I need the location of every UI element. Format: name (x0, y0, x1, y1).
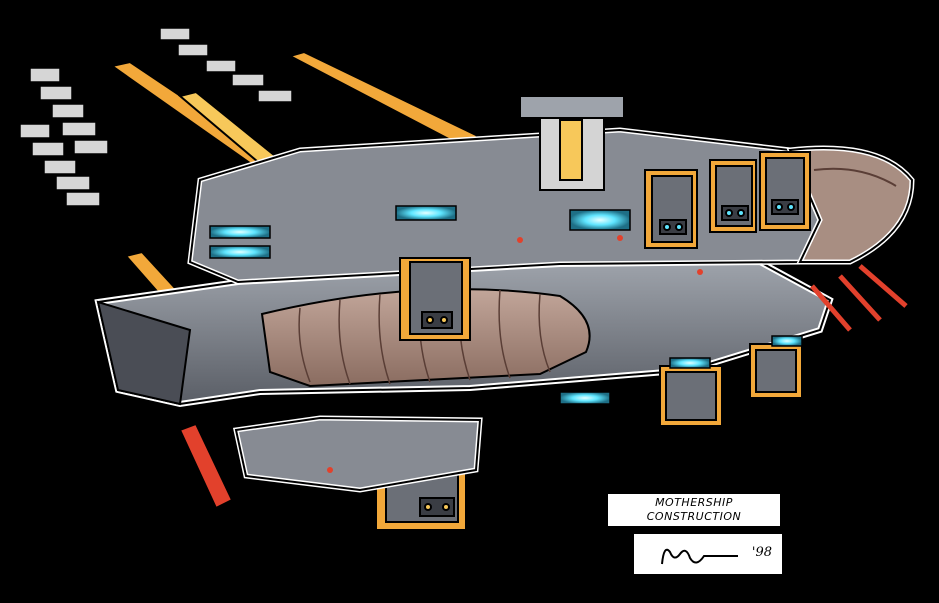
signature-area: '98 (634, 534, 782, 574)
caption-label: MOTHERSHIP CONSTRUCTION SCAFFOLD (606, 492, 782, 537)
signature-year: '98 (751, 545, 772, 560)
caption-title: MOTHERSHIP CONSTRUCTION (646, 496, 742, 523)
caption-subtitle: SCAFFOLD (660, 524, 728, 537)
floating-panels (19, 27, 293, 207)
lower-platform (178, 415, 483, 510)
handwritten-signature-icon (661, 548, 738, 565)
rear-nacelle (786, 145, 915, 332)
running-lights (327, 235, 703, 473)
main-hull (94, 258, 834, 408)
